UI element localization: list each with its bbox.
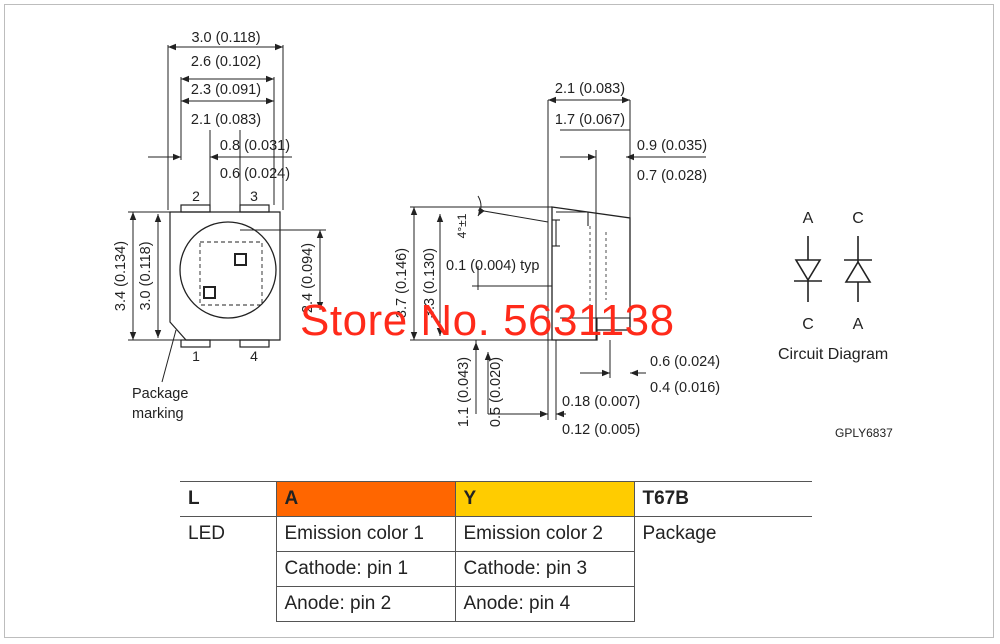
table-row: LED Emission color 1 Emission color 2 Pa… — [180, 516, 812, 552]
dim-pad-span-inner: 2.1 (0.083) — [191, 112, 261, 128]
circuit-labels: A C C A Circuit Diagram GPLY6837 — [778, 210, 893, 440]
header-cell-t67b: T67B — [633, 481, 812, 517]
dim-side-depth-body: 1.7 (0.067) — [555, 112, 625, 128]
dim-standoff-max: 1.1 (0.043) — [456, 357, 472, 427]
table-row: Anode: pin 2 Anode: pin 4 — [180, 586, 812, 622]
pin-label-3: 3 — [250, 188, 258, 204]
table-row: Cathode: pin 1 Cathode: pin 3 — [180, 551, 812, 587]
dim-width-body: 2.6 (0.102) — [191, 54, 261, 70]
dim-standoff-min: 0.5 (0.020) — [488, 357, 504, 427]
dim-side-height-body: 3.3 (0.130) — [422, 248, 438, 318]
cell-empty — [180, 552, 276, 587]
dim-width-outer: 3.0 (0.118) — [191, 30, 260, 46]
cell-empty — [633, 586, 812, 622]
dim-side-lens-max: 0.9 (0.035) — [637, 138, 707, 154]
package-marking-label-1: Package — [132, 386, 188, 402]
side-view-labels: 2.1 (0.083) 1.7 (0.067) 0.9 (0.035) 0.7 … — [394, 81, 720, 438]
dim-lead-min: 0.4 (0.016) — [650, 380, 720, 396]
dim-pad-width-min: 0.6 (0.024) — [220, 166, 290, 182]
drawing-code: GPLY6837 — [835, 426, 893, 440]
store-watermark: Store No. 5631138 — [300, 296, 675, 345]
package-marking-label-2: marking — [132, 406, 184, 422]
header-cell-a: A — [275, 481, 455, 517]
cell-cathode-1: Cathode: pin 1 — [275, 551, 455, 587]
dim-side-depth-outer: 2.1 (0.083) — [555, 81, 625, 97]
dim-lead-max: 0.6 (0.024) — [650, 354, 720, 370]
dim-pad-width-max: 0.8 (0.031) — [220, 138, 290, 154]
side-view — [410, 96, 706, 420]
dim-draft-angle: 4°±1 — [455, 213, 469, 238]
dim-typ-offset: 0.1 (0.004) typ — [446, 258, 540, 274]
dim-lens-diameter: 2.4 (0.094) — [300, 243, 316, 313]
cell-empty — [633, 551, 812, 587]
pin-label-1: 1 — [192, 348, 200, 364]
dim-side-height-outer: 3.7 (0.146) — [394, 248, 410, 318]
dim-pad-span-outer: 2.3 (0.091) — [191, 82, 261, 98]
cell-cathode-3: Cathode: pin 3 — [454, 551, 634, 587]
circuit-title: Circuit Diagram — [778, 346, 888, 363]
circuit-label-a-bottom: A — [853, 316, 864, 333]
dim-lead-thickness-max: 0.18 (0.007) — [562, 394, 640, 410]
cell-led: LED — [188, 523, 225, 545]
part-code-table: L A Y T67B LED Emission color 1 Emission… — [180, 481, 812, 622]
circuit-label-c-bottom: C — [802, 316, 814, 333]
dim-height-outer: 3.4 (0.134) — [113, 241, 129, 311]
table-header-row: L A Y T67B — [180, 481, 812, 517]
dim-lead-thickness-min: 0.12 (0.005) — [562, 422, 640, 438]
circuit-diagram — [794, 236, 872, 302]
header-cell-y: Y — [454, 481, 634, 517]
cell-anode-4: Anode: pin 4 — [454, 586, 634, 622]
circuit-label-c-top: C — [852, 210, 864, 227]
header-cell-l: L — [180, 481, 276, 517]
dim-side-lens-min: 0.7 (0.028) — [637, 168, 707, 184]
pin-label-4: 4 — [250, 348, 258, 364]
cell-anode-2: Anode: pin 2 — [275, 586, 455, 622]
front-view — [128, 43, 326, 383]
image-frame — [4, 4, 994, 638]
circuit-label-a-top: A — [803, 210, 814, 227]
pin-label-2: 2 — [192, 188, 200, 204]
dim-height-body: 3.0 (0.118) — [138, 241, 154, 310]
cell-emission-1: Emission color 1 — [275, 516, 455, 552]
cell-package: Package — [633, 516, 812, 552]
cell-empty — [180, 587, 276, 622]
cell-emission-2: Emission color 2 — [454, 516, 634, 552]
front-view-labels: 3.0 (0.118) 2.6 (0.102) 2.3 (0.091) 2.1 … — [113, 30, 316, 422]
